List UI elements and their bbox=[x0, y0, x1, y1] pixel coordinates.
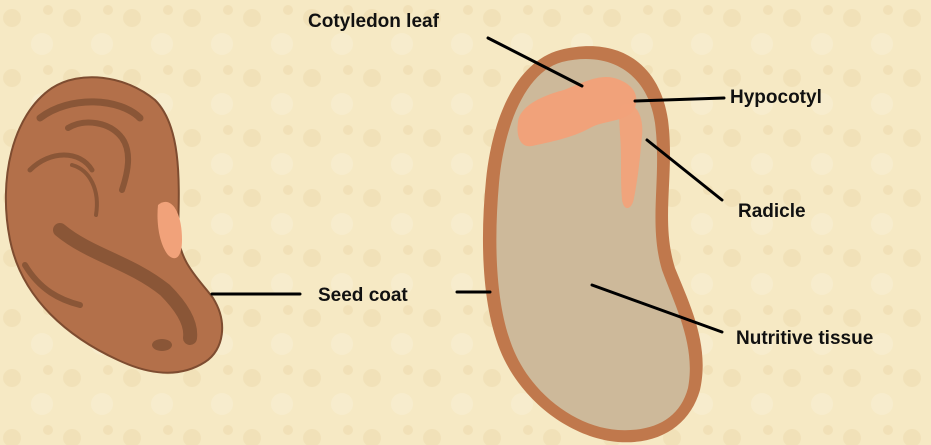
radicle-label: Radicle bbox=[738, 201, 806, 222]
hypocotyl-label: Hypocotyl bbox=[730, 87, 822, 108]
nutritive-tissue-label: Nutritive tissue bbox=[736, 328, 873, 349]
seed-coat-label: Seed coat bbox=[318, 285, 408, 306]
whole-seed-spot bbox=[152, 339, 172, 351]
cotyledon-leaf-label: Cotyledon leaf bbox=[308, 11, 440, 32]
